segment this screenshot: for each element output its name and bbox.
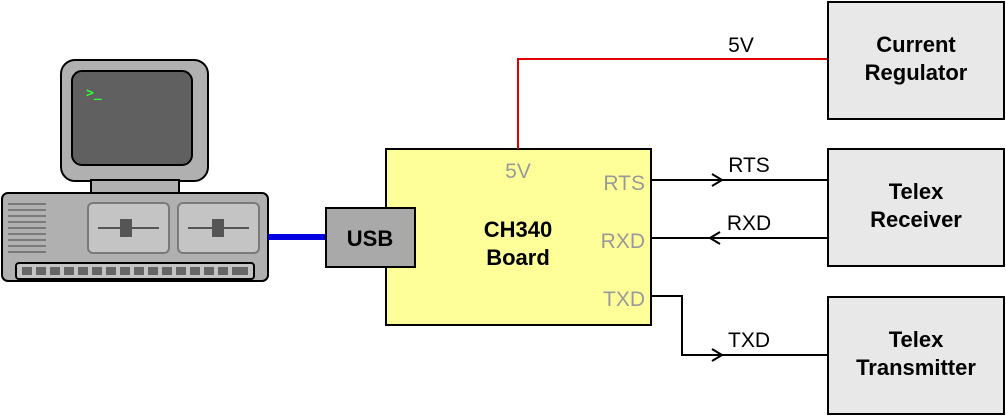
current-regulator-line2: Regulator: [865, 60, 968, 85]
telex-receiver-line1: Telex: [889, 179, 944, 204]
drive-bay-left: [87, 202, 170, 254]
current-regulator-line1: Current: [876, 32, 956, 57]
rts-arrowhead: [711, 173, 724, 187]
usb-label-front: USB: [347, 226, 393, 251]
telex-transmitter-line2: Transmitter: [856, 355, 976, 380]
txd-arrowhead: [711, 348, 724, 362]
board-title-line1: CH340: [484, 217, 552, 242]
txd-wire: [651, 295, 828, 356]
txd-wire-label: TXD: [728, 329, 770, 352]
pin-txd-label: TXD: [603, 288, 645, 311]
telex-receiver-block: Telex Receiver: [827, 148, 1005, 267]
vent-grille: [8, 203, 46, 253]
pin-rts-label: RTS: [603, 172, 645, 195]
monitor-screen: [71, 70, 193, 166]
telex-transmitter-block: Telex Transmitter: [827, 296, 1005, 415]
telex-receiver-line2: Receiver: [870, 207, 962, 232]
rts-wire-label: RTS: [728, 154, 770, 177]
ch340-board: USB CH340 Board 5V RTS RXD TXD: [325, 148, 652, 326]
monitor-stand: [90, 179, 180, 194]
current-regulator-block: Current Regulator: [827, 1, 1005, 120]
keyboard-keys: [22, 267, 248, 275]
rxd-wire-label: RXD: [727, 212, 771, 235]
drive-bay-right: [177, 202, 260, 254]
board-title-line2: Board: [486, 245, 550, 270]
pin-5v-label: 5V: [505, 160, 531, 183]
pin-rxd-label: RXD: [601, 230, 645, 253]
terminal-prompt: >_: [86, 86, 102, 101]
rxd-arrowhead: [708, 231, 721, 245]
power-wire-label: 5V: [728, 34, 754, 57]
power-wire: [517, 58, 828, 149]
computer-icon: >_: [1, 59, 269, 282]
telex-transmitter-line1: Telex: [889, 327, 944, 352]
